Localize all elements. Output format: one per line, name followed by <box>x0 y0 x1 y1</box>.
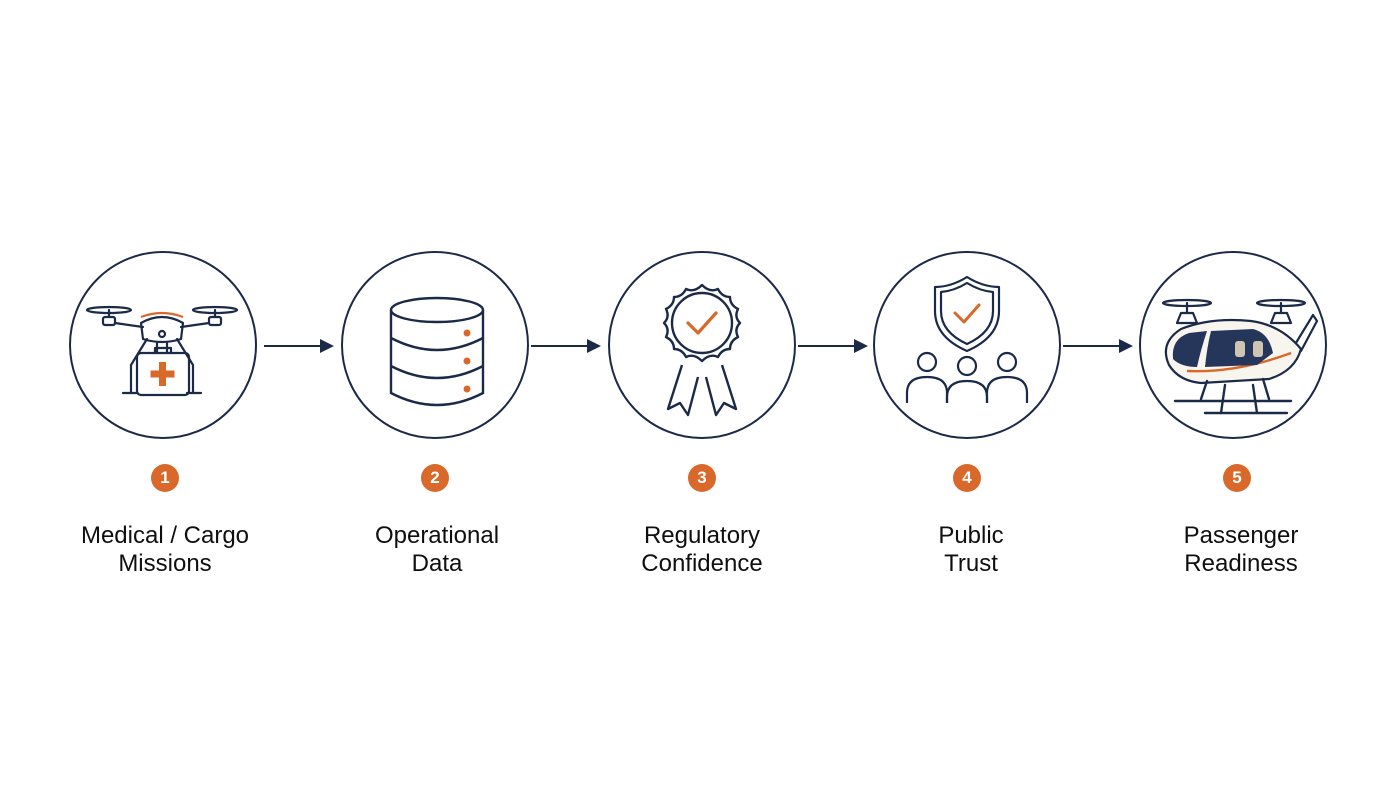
step-4-label-line-2: Trust <box>944 550 998 577</box>
arrow-step-2-to-3 <box>531 339 601 353</box>
medical-drone-icon <box>85 305 239 397</box>
step-1-label: Medical / Cargo Missions <box>45 522 285 578</box>
step-2-label: Operational Data <box>317 522 557 578</box>
arrow-step-3-to-4 <box>798 339 868 353</box>
step-2-circle <box>341 251 529 439</box>
step-2-label-line-2: Data <box>411 550 463 577</box>
step-3-number-badge: 3 <box>688 464 716 492</box>
step-2-number-badge: 2 <box>421 464 449 492</box>
step-1-label-line-2: Missions <box>118 550 212 577</box>
step-3-circle <box>608 251 796 439</box>
passenger-evtol-icon <box>1161 298 1319 415</box>
step-4-label-line-1: Public <box>938 522 1004 549</box>
step-1-circle <box>69 251 257 439</box>
step-1-number-badge: 1 <box>151 464 179 492</box>
step-5-label-line-2: Readiness <box>1184 550 1298 577</box>
step-4-circle <box>873 251 1061 439</box>
step-3-label-line-2: Confidence <box>641 550 763 577</box>
step-1-label-line-1: Medical / Cargo <box>80 522 250 549</box>
step-3-label-line-1: Regulatory <box>643 522 761 549</box>
step-4-number-badge: 4 <box>953 464 981 492</box>
step-2-label-line-1: Operational <box>374 522 500 549</box>
database-icon <box>389 296 485 407</box>
arrow-step-4-to-5 <box>1063 339 1133 353</box>
step-5-label: Passenger Readiness <box>1121 522 1361 578</box>
step-3-label: Regulatory Confidence <box>582 522 822 578</box>
shield-people-icon <box>905 275 1029 403</box>
step-5-label-line-1: Passenger <box>1183 522 1299 549</box>
certification-badge-icon <box>662 283 742 417</box>
step-5-circle <box>1139 251 1327 439</box>
step-4-label: Public Trust <box>851 522 1091 578</box>
step-5-number-badge: 5 <box>1223 464 1251 492</box>
arrow-step-1-to-2 <box>264 339 334 353</box>
